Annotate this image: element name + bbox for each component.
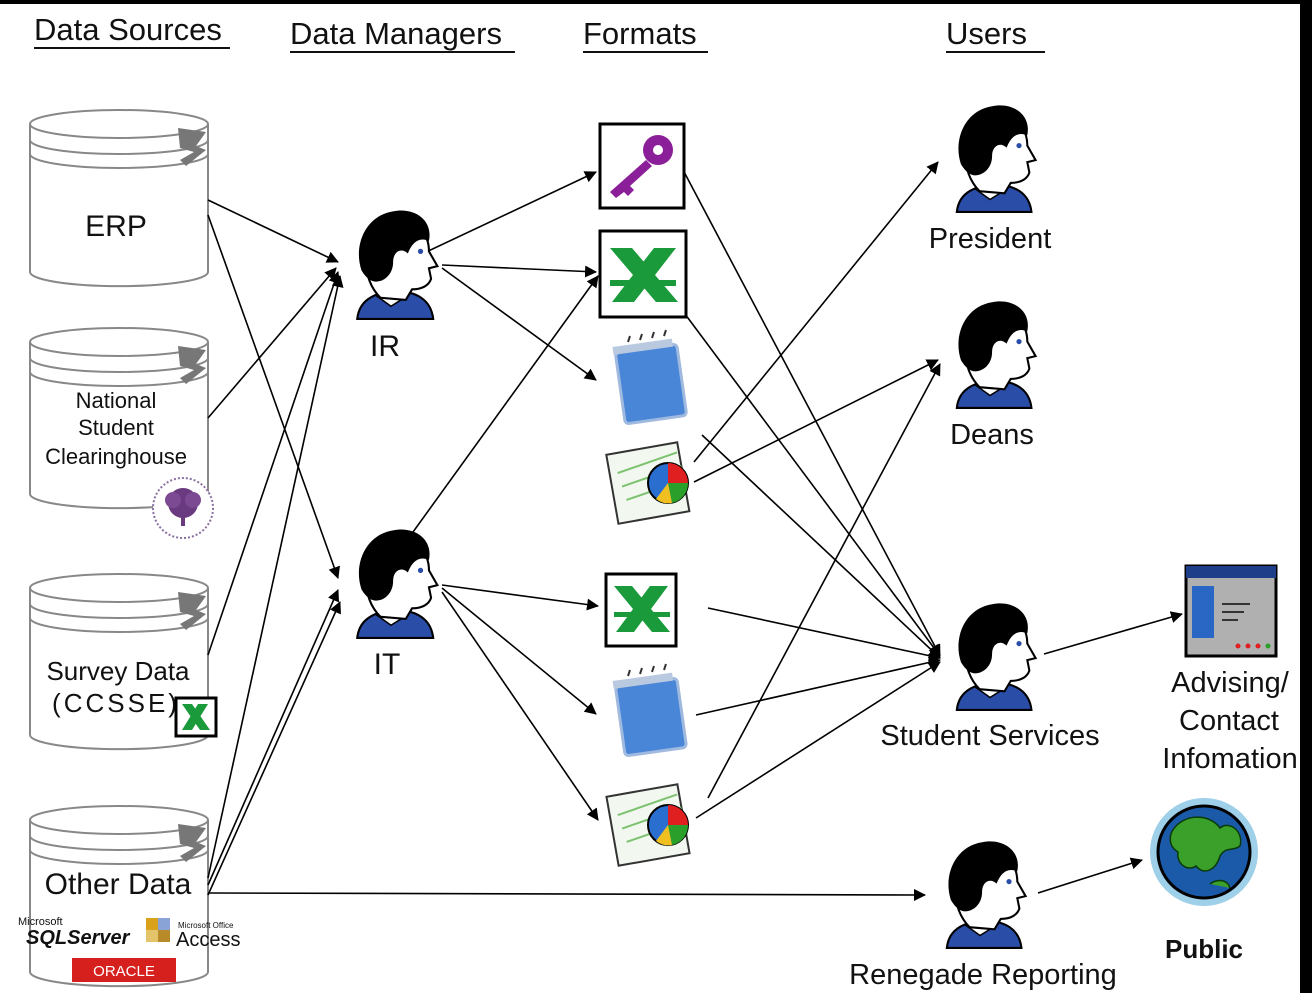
database-national-student-clearinghouse: National Student Clearinghouse	[29, 327, 214, 539]
svg-text:SQLServer: SQLServer	[26, 927, 131, 949]
svg-text:Microsoft: Microsoft	[18, 916, 63, 928]
nsc-label-line2: Student	[78, 415, 154, 440]
notepad-icon	[612, 329, 688, 425]
svg-text:Access: Access	[176, 929, 240, 951]
flow-arrows	[207, 161, 1183, 901]
format-spreadsheet-chart-ir	[605, 441, 691, 525]
database-erp: ERP	[29, 109, 209, 288]
svg-text:Microsoft Office: Microsoft Office	[178, 921, 234, 930]
person-head-icon	[955, 602, 1037, 712]
nsc-label-line1: National	[76, 388, 157, 413]
access-logo: Microsoft Office Access	[146, 918, 240, 951]
output-advising: Advising/ Contact Infomation	[1162, 564, 1298, 775]
format-spreadsheet-chart-it	[605, 783, 691, 867]
format-notepad-ir	[612, 329, 688, 425]
erp-label: ERP	[85, 210, 147, 243]
database-other-data: Other Data Microsoft SQLServer Microsoft…	[18, 805, 240, 988]
person-head-icon	[955, 104, 1037, 214]
svg-text:ORACLE: ORACLE	[93, 963, 155, 980]
person-head-icon	[955, 300, 1037, 410]
advising-label-line2: Contact	[1179, 705, 1279, 737]
database-survey-data: Survey Data (CCSSE)	[29, 573, 218, 751]
advising-label-line3: Infomation	[1162, 743, 1297, 775]
database-cylinder-icon	[29, 588, 209, 751]
column-headers: Data Sources Data Managers Formats Users	[34, 12, 1045, 53]
notepad-icon	[612, 663, 688, 757]
user-deans: Deans	[950, 300, 1037, 451]
header-users: Users	[946, 16, 1027, 51]
format-notepad-it	[612, 663, 688, 757]
deans-label: Deans	[950, 419, 1034, 451]
spreadsheet-chart-icon	[605, 783, 691, 867]
excel-icon	[174, 696, 218, 738]
ir-label: IR	[370, 330, 400, 363]
format-excel-it	[604, 572, 678, 648]
user-renegade-reporting: Renegade Reporting	[849, 840, 1117, 991]
header-formats: Formats	[583, 16, 697, 51]
user-president: President	[929, 104, 1052, 255]
advising-label-line1: Advising/	[1171, 667, 1290, 699]
output-public: Public	[1150, 798, 1258, 964]
survey-label-line2: (CCSSE)	[52, 688, 180, 718]
header-data-managers: Data Managers	[290, 16, 502, 51]
student-services-label: Student Services	[880, 720, 1099, 752]
president-label: President	[929, 223, 1052, 255]
renegade-reporting-label: Renegade Reporting	[849, 959, 1117, 991]
sqlserver-logo: Microsoft SQLServer	[18, 916, 131, 949]
person-head-icon	[356, 209, 439, 320]
format-access	[598, 122, 686, 210]
it-label: IT	[374, 648, 401, 681]
person-head-icon	[356, 528, 439, 639]
globe-icon	[1150, 798, 1258, 906]
oracle-logo: ORACLE	[72, 958, 176, 982]
other-data-label: Other Data	[45, 868, 192, 901]
clearinghouse-seal-icon	[152, 477, 214, 539]
public-label: Public	[1165, 934, 1243, 964]
header-data-sources: Data Sources	[34, 12, 222, 47]
database-cylinder-icon	[29, 124, 209, 288]
manager-ir: IR	[356, 209, 439, 363]
format-excel-ir	[598, 229, 688, 319]
user-student-services: Student Services	[880, 602, 1100, 752]
web-page-icon	[1184, 564, 1278, 658]
spreadsheet-chart-icon	[605, 441, 691, 525]
nsc-label-line3: Clearinghouse	[45, 444, 187, 469]
manager-it: IT	[356, 528, 439, 681]
person-head-icon	[945, 840, 1027, 950]
survey-label-line1: Survey Data	[46, 656, 190, 686]
